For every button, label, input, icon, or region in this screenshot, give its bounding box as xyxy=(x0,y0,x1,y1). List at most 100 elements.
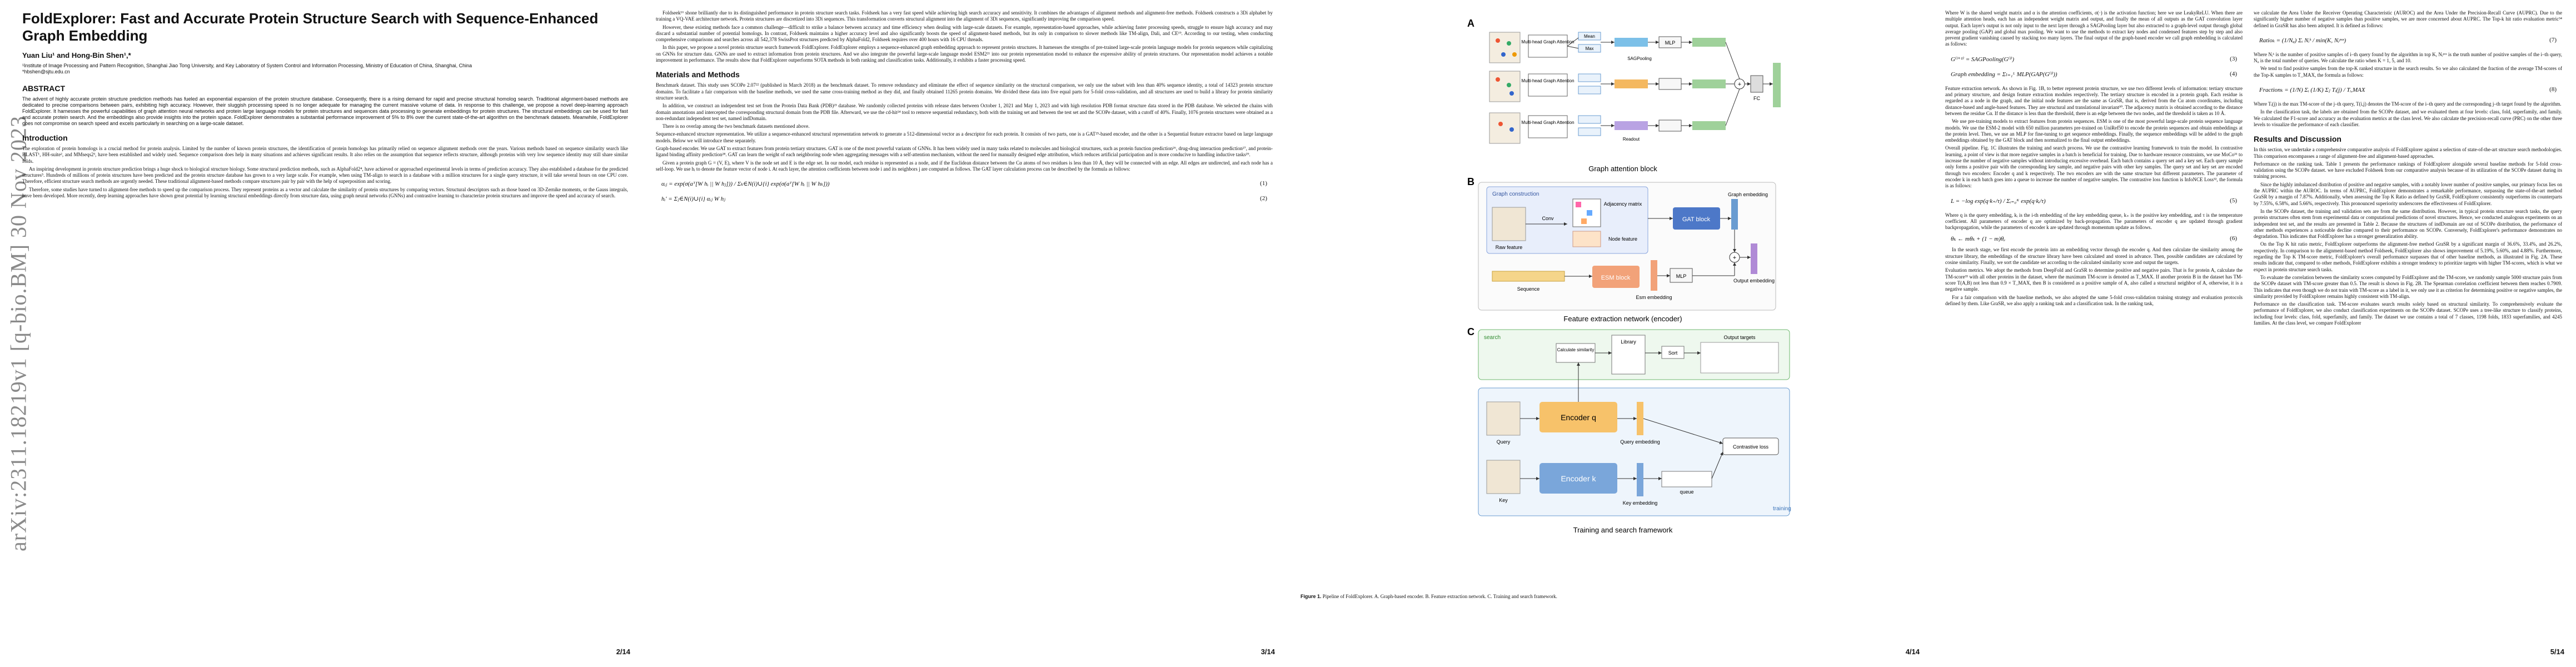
svg-text:Raw feature: Raw feature xyxy=(1496,245,1523,250)
body-paragraph: However, these existing methods face a c… xyxy=(656,24,1273,43)
svg-text:Adjacency matrix: Adjacency matrix xyxy=(1604,201,1642,207)
body-paragraph: Foldseek¹⁶ shone brilliantly due to its … xyxy=(656,10,1273,22)
svg-text:Key embedding: Key embedding xyxy=(1623,500,1658,506)
graph-thumbnail xyxy=(1489,32,1521,63)
contrastive-loss-block xyxy=(1722,437,1779,455)
figure-1-caption: Figure 1. Pipeline of FoldExplorer. A. G… xyxy=(1301,594,1917,600)
body-paragraph: For a fair comparison with the baseline … xyxy=(1945,294,2243,306)
page-4: A Multi-head Graph Attention Mean Max ML… xyxy=(1289,0,1929,667)
svg-text:Encoder k: Encoder k xyxy=(1561,474,1596,483)
fc-block xyxy=(1750,75,1763,93)
svg-text:Sequence: Sequence xyxy=(1517,286,1540,292)
graph-embedding-vector xyxy=(1731,199,1738,230)
body-paragraph: Performance on the ranking task. Table 1… xyxy=(2254,161,2562,180)
caption-text: Pipeline of FoldExplorer. A. Graph-based… xyxy=(1322,594,1557,599)
library-block xyxy=(1611,335,1646,375)
equation-1-body: αᵢⱼ = exp(σ(aᵀ[W hᵢ || W hⱼ])) / Σₖ∈N(i)… xyxy=(661,181,830,188)
body-paragraph: Performance on the classification task. … xyxy=(2254,301,2562,326)
graph-thumbnail xyxy=(1489,71,1521,102)
page-number: 3/14 xyxy=(1260,648,1275,656)
page-5: Where W is the shared weight matrix and … xyxy=(1934,0,2573,667)
body-paragraph: In this paper, we propose a novel protei… xyxy=(656,44,1273,63)
methods-paragraph: Given a protein graph G = (V, E), where … xyxy=(656,160,1273,172)
sequence-bar xyxy=(1492,271,1565,282)
results-heading: Results and Discussion xyxy=(2254,135,2341,144)
raw-structure-thumbnail xyxy=(1492,207,1526,241)
graph-construction-box xyxy=(1486,186,1648,254)
svg-text:search: search xyxy=(1484,335,1501,341)
equation-3: G⁽ˡ⁺¹⁾ = SAGPooling(G⁽ˡ⁾)(3) xyxy=(1945,56,2243,63)
svg-text:MLP: MLP xyxy=(1665,40,1676,46)
svg-text:Query: Query xyxy=(1497,439,1511,445)
encoder-q-block xyxy=(1539,402,1617,432)
equation-2-number: (2) xyxy=(1260,195,1267,202)
body-paragraph: Where Tᵢ(j) is the max TM-score of the j… xyxy=(2254,101,2562,107)
affiliation-text: ¹Institute of Image Processing and Patte… xyxy=(22,63,472,68)
equation-5: L = −log exp(q·k₊/τ) / Σᵢ₌₀ᴷ exp(q·kᵢ/τ)… xyxy=(1945,197,2243,205)
svg-text:Encoder q: Encoder q xyxy=(1561,413,1596,422)
esm-block xyxy=(1592,266,1640,288)
intro-heading: Introduction xyxy=(22,133,68,142)
readout-bar xyxy=(1615,38,1648,47)
output-embedding-vector xyxy=(1751,243,1757,274)
gat-row-2: Multi-head Graph Attention xyxy=(1489,71,1726,102)
intro-paragraph: The exploration of protein homologs is a… xyxy=(22,146,628,164)
methods-paragraph: Benchmark dataset. This study uses SCOPe… xyxy=(656,82,1273,101)
mlp-block xyxy=(1670,268,1693,283)
page-number: 2/14 xyxy=(616,648,630,656)
equation-1-number: (1) xyxy=(1260,180,1267,187)
svg-text:+: + xyxy=(1733,255,1736,261)
methods-heading: Materials and Methods xyxy=(656,70,740,79)
equation-8-body: Fractionₖ = (1/N) Σᵢ (1/K) Σⱼ Tᵢ(j) / Tᵢ… xyxy=(2259,87,2365,94)
gat-row-3: Multi-head Graph Attention Readout xyxy=(1489,112,1726,144)
page-2: FoldExplorer: Fast and Accurate Protein … xyxy=(0,0,639,667)
node-feature-matrix xyxy=(1572,231,1601,247)
svg-text:Output targets: Output targets xyxy=(1723,335,1756,340)
paper-authors: Yuan Liu¹ and Hong-Bin Shen¹,* xyxy=(22,51,131,59)
svg-text:Mean: Mean xyxy=(1584,34,1595,39)
key-structure xyxy=(1486,460,1521,494)
caption-label: Figure 1. xyxy=(1301,594,1322,599)
equation-7: Ratioₖ = (1/Nᵩ) Σᵢ Nᵢᵏ / min(K, Nᵢᵖᵒˢ)(7… xyxy=(2254,37,2562,44)
mha-block-2 xyxy=(1528,73,1568,97)
equation-8-number: (8) xyxy=(2549,86,2557,93)
body-paragraph: Since the highly imbalanced distribution… xyxy=(2254,181,2562,206)
svg-text:+: + xyxy=(1738,81,1741,88)
body-paragraph: Where Nᵢᵏ is the number of positive samp… xyxy=(2254,51,2562,64)
affiliation-email: *hbshen@sjtu.edu.cn xyxy=(22,69,70,74)
svg-text:Multi-head Graph Attention: Multi-head Graph Attention xyxy=(1521,120,1574,125)
equation-3-number: (3) xyxy=(2230,55,2237,62)
page-5-right-column: we calculate the Area Under the Receiver… xyxy=(2254,10,2562,634)
svg-text:Max: Max xyxy=(1585,46,1593,51)
body-paragraph: Where W is the shared weight matrix and … xyxy=(1945,10,2243,47)
encoder-k-block xyxy=(1539,463,1617,494)
svg-text:MLP: MLP xyxy=(1676,273,1687,279)
body-paragraph: Where q is the query embedding, kᵢ is th… xyxy=(1945,212,2243,231)
page-number: 5/14 xyxy=(2550,648,2564,656)
sort-block xyxy=(1661,346,1685,359)
intro-paragraph: An inspiring development in protein stru… xyxy=(22,166,628,185)
gat-row-1: Multi-head Graph Attention Mean Max MLP … xyxy=(1489,32,1726,63)
query-embedding-vector xyxy=(1637,402,1643,435)
equation-1: αᵢⱼ = exp(σ(aᵀ[W hᵢ || W hⱼ])) / Σₖ∈N(i)… xyxy=(656,180,1273,187)
svg-text:Key: Key xyxy=(1499,497,1508,503)
svg-text:queue: queue xyxy=(1680,489,1693,495)
gat-block xyxy=(1673,207,1720,230)
figure-1-diagram: A Multi-head Graph Attention Mean Max ML… xyxy=(1467,18,1791,534)
panel-c-caption: Training and search framework xyxy=(1573,526,1673,534)
svg-text:Graph embedding: Graph embedding xyxy=(1728,192,1768,197)
query-structure xyxy=(1486,401,1521,436)
equation-5-number: (5) xyxy=(2230,197,2237,204)
body-paragraph: we calculate the Area Under the Receiver… xyxy=(2254,10,2562,28)
body-paragraph: In the classification task, the labels a… xyxy=(2254,109,2562,127)
svg-text:SAGPooling: SAGPooling xyxy=(1627,56,1652,61)
panel-c: search Calculate similarity Library Sort… xyxy=(1478,329,1791,516)
svg-text:Node feature: Node feature xyxy=(1608,236,1637,242)
figure-1: A Multi-head Graph Attention Mean Max ML… xyxy=(1301,10,1917,594)
svg-text:Contrastive loss: Contrastive loss xyxy=(1733,444,1769,450)
panel-a: Multi-head Graph Attention Mean Max MLP … xyxy=(1489,32,1781,144)
panel-b: Graph construction Raw feature Conv Adja… xyxy=(1478,182,1776,311)
svg-text:Conv: Conv xyxy=(1542,216,1554,221)
page-number: 4/14 xyxy=(1905,648,1920,656)
methods-paragraph: Graph-based encoder. We use GAT to extra… xyxy=(656,146,1273,158)
